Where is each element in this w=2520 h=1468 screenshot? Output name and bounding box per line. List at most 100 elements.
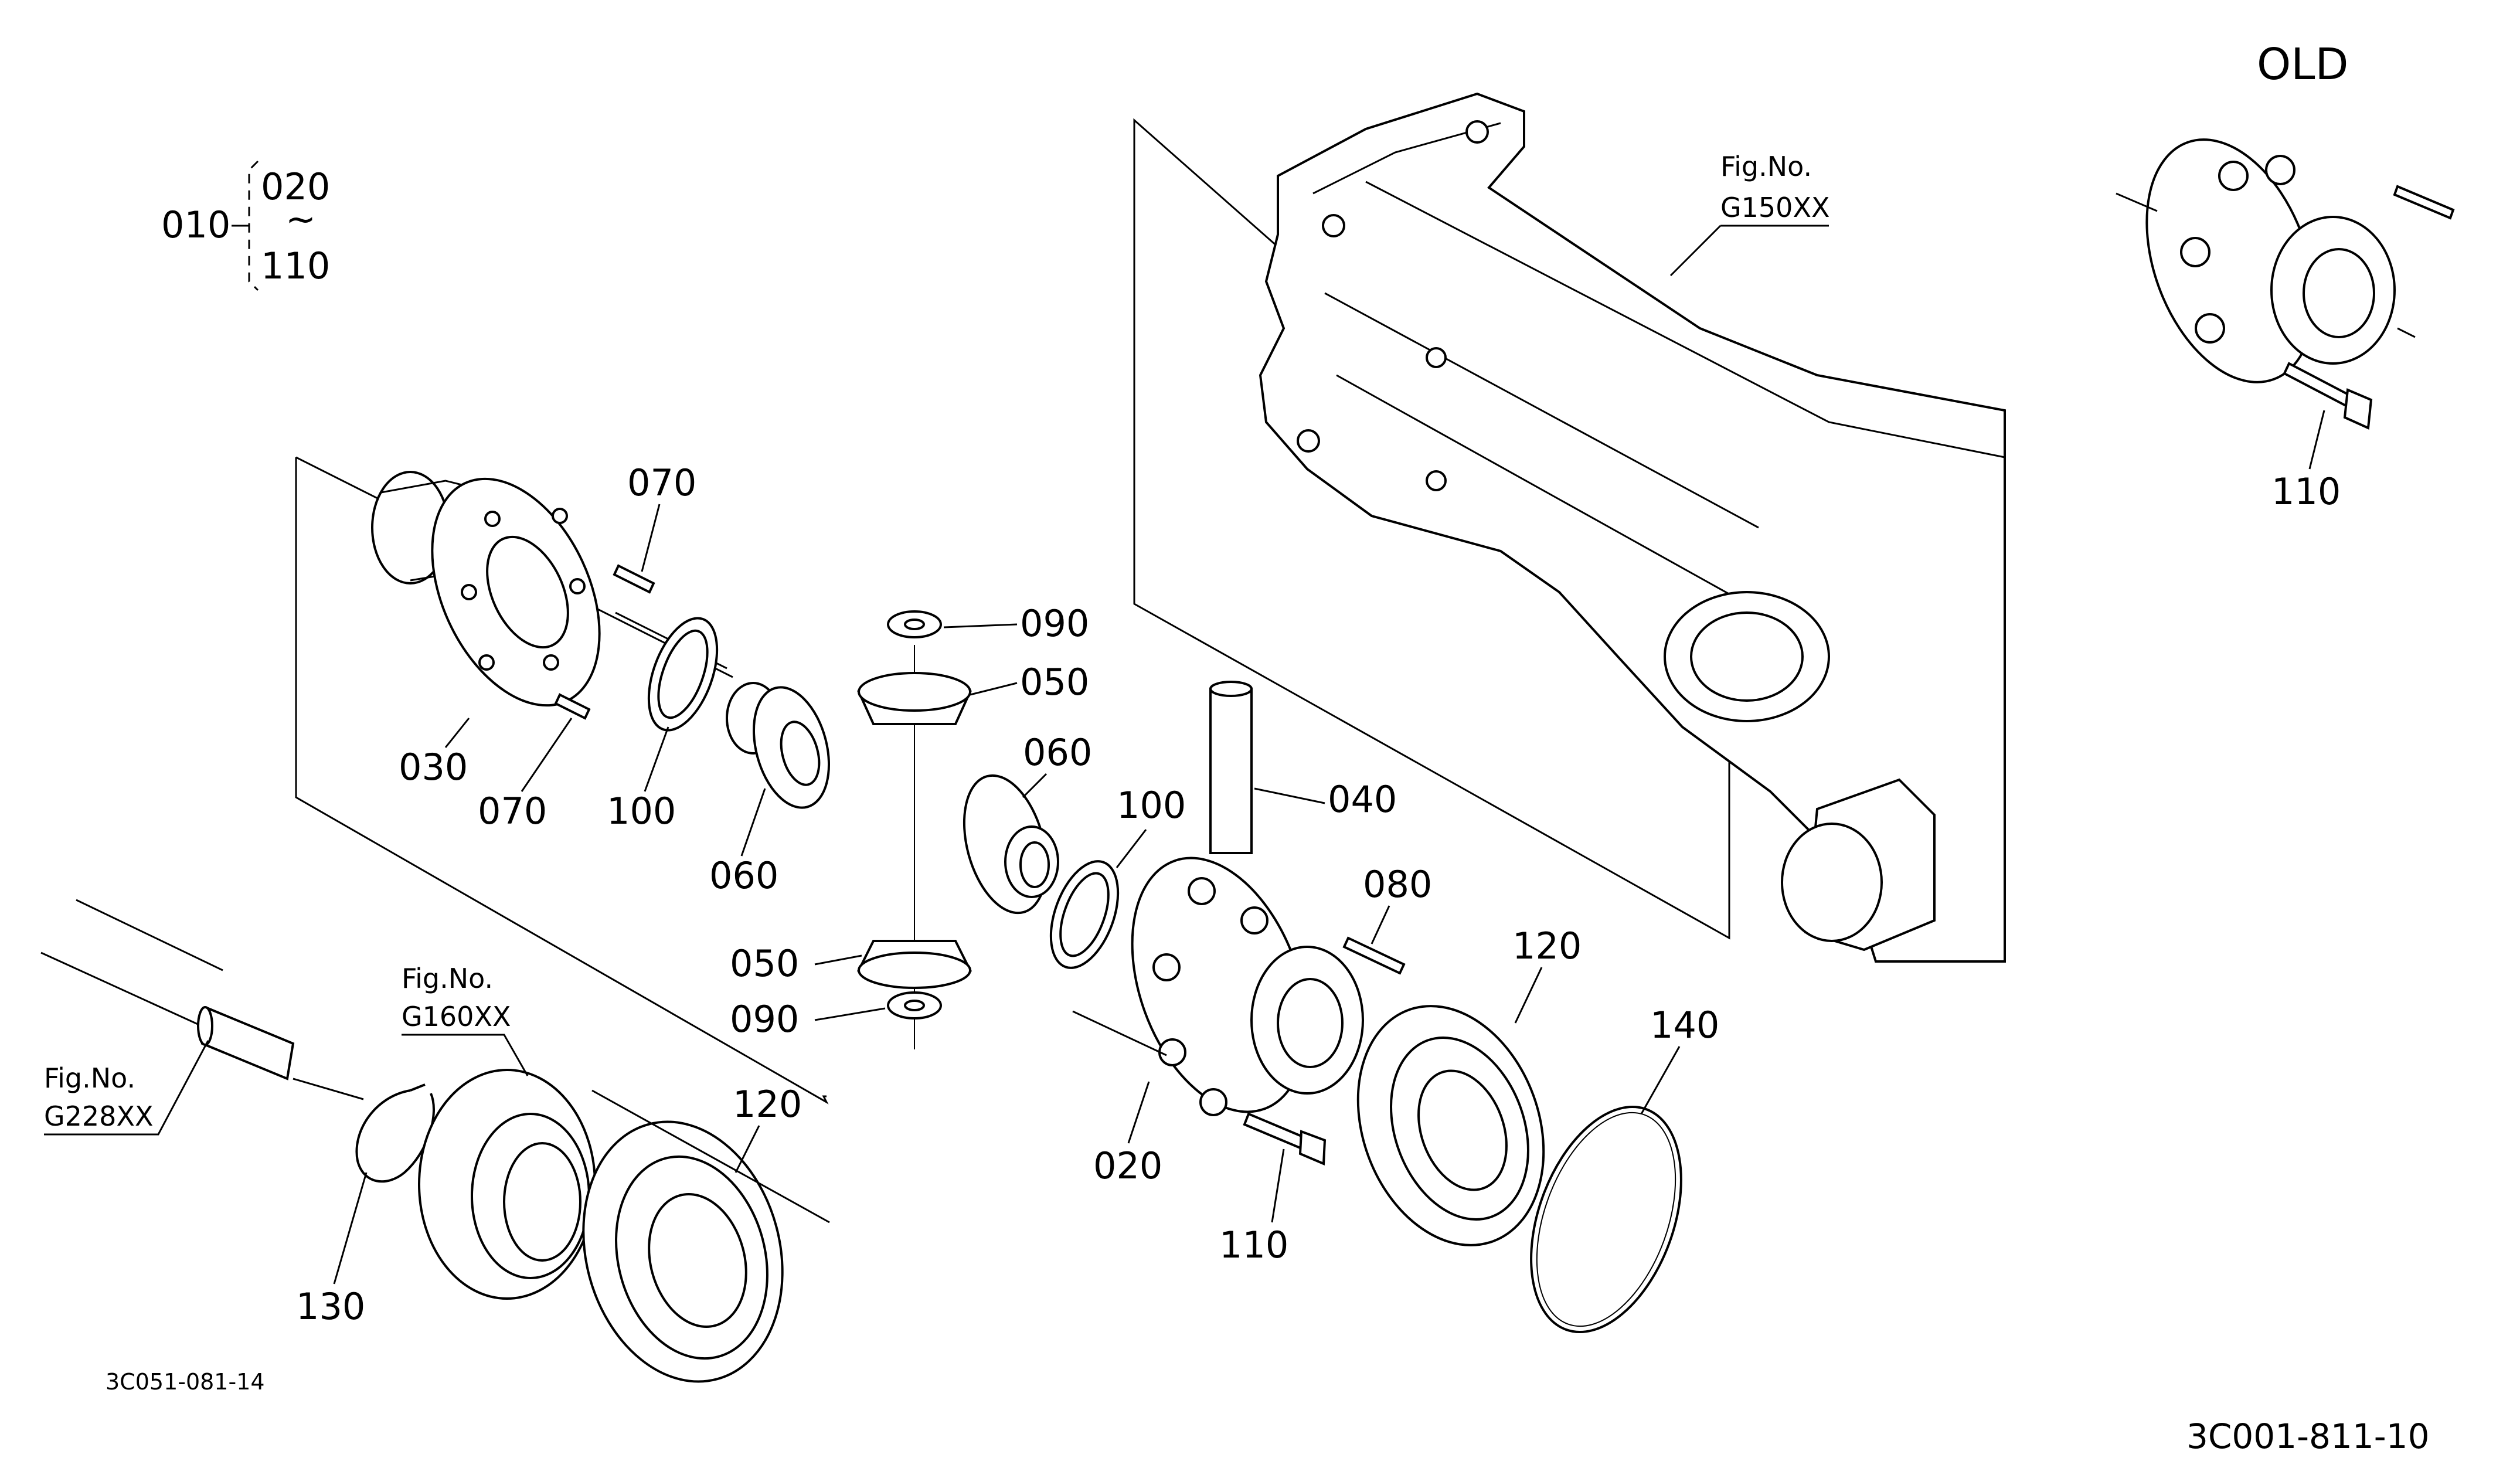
part-040-pinion-shaft: 040 [1209, 681, 1397, 854]
part-100-thrust-washer-right: 100 [1049, 784, 1186, 969]
pin-070-upper [613, 564, 655, 594]
axle-housing: Fig.No. G150XX [1133, 92, 2006, 963]
washer-090-lower-hole [904, 1000, 925, 1011]
callout-080: 080 [1363, 863, 1432, 906]
old-bolt-head [2343, 388, 2373, 430]
callout-110: 110 [1219, 1224, 1288, 1266]
assembly-parent-label: 010 [161, 203, 230, 246]
case-030-bolt-hole [484, 511, 501, 527]
housing-flange-edge [1312, 122, 1501, 195]
callout-050-lower: 050 [730, 942, 799, 985]
fig-ref-g160-leader [402, 1034, 529, 1076]
housing-boss [1426, 470, 1447, 491]
fig-ref-g150-code: G150XX [1720, 192, 1829, 223]
leader-030 [444, 718, 470, 748]
callout-090-upper: 090 [1020, 602, 1089, 645]
washer-100-right-inner [1059, 872, 1110, 957]
housing-bolt-hole [1322, 214, 1345, 237]
bolt-110-shank [1243, 1112, 1306, 1150]
housing-axle-stub-end [1781, 823, 1883, 942]
fig-ref-g160-prefix: Fig.No. [402, 963, 493, 994]
leader-050-lower [814, 954, 862, 966]
callout-110-old: 110 [2271, 470, 2341, 513]
shaft-040-body [1209, 688, 1253, 854]
old-bolt-boss [2265, 155, 2295, 185]
callout-030: 030 [399, 746, 468, 789]
leader-060-left [740, 788, 766, 857]
pin-080 [1342, 936, 1406, 975]
part-100-thrust-washer-left: 100 [607, 617, 719, 832]
callout-120-left: 120 [733, 1083, 802, 1126]
cover-020-bolt-boss [1158, 1038, 1186, 1066]
drive-shaft-upper-edge [40, 952, 209, 1030]
case-030-bolt-hole [569, 578, 586, 594]
old-bolt-boss [2195, 313, 2225, 344]
washer-100-left-inner [657, 629, 709, 719]
housing-side-ridge [1324, 292, 1759, 529]
callout-130: 130 [296, 1285, 365, 1328]
part-140-o-ring: 140 [1530, 1004, 1719, 1334]
callout-060-left: 060 [709, 854, 778, 897]
drive-shaft-spline [200, 1007, 295, 1080]
housing-body [1259, 92, 2006, 963]
part-080-spring-pin: 080 [1342, 863, 1432, 975]
leader-120-right [1514, 967, 1543, 1024]
leader-060-right [1022, 773, 1048, 798]
fig-ref-g150-prefix: Fig.No. [1720, 151, 1812, 182]
drive-shaft-centerline [76, 899, 223, 971]
ring-gear-spline-bore [503, 1142, 581, 1262]
leader-120-left [734, 1125, 760, 1173]
old-bolt-shank [2283, 362, 2352, 407]
part-130-circlip: 130 [296, 1083, 435, 1328]
cover-020-bolt-boss [1188, 877, 1216, 905]
leader-070-upper [641, 504, 661, 572]
leader-090-upper [943, 623, 1018, 628]
shaft-040-top [1209, 681, 1253, 697]
callout-070-lower: 070 [478, 790, 547, 832]
old-label: OLD [2257, 39, 2348, 90]
callout-100-right: 100 [1117, 784, 1186, 827]
old-bolt-boss [2180, 237, 2210, 267]
bearing-120-left-bore [648, 1193, 747, 1328]
housing-lower-ridge [1336, 374, 1747, 605]
callout-050-upper: 050 [1020, 661, 1089, 704]
part-070-pins: 070 070 [478, 461, 696, 832]
leader-100-right [1116, 829, 1147, 868]
leader-020 [1127, 1081, 1150, 1144]
callout-090-lower: 090 [730, 998, 799, 1041]
old-axis-right [2397, 327, 2416, 338]
leader-110-old [2308, 410, 2325, 470]
callout-100-left: 100 [607, 790, 676, 832]
leader-070-lower [521, 718, 573, 792]
pinion-stack: 090 050 050 090 [730, 602, 1089, 1049]
cover-020-bolt-boss [1240, 906, 1268, 935]
part-030-differential-case: 030 [371, 471, 727, 789]
pinion-050-upper-face [858, 672, 971, 712]
assembly-key: 010 020 ~ 110 [161, 160, 330, 291]
assembly-bracket [248, 160, 259, 291]
part-020-case-cover: 020 [1072, 857, 1387, 1187]
part-060-side-gear-right: 060 [963, 731, 1092, 915]
fig-ref-g160-code: G160XX [402, 1001, 511, 1032]
leader-040 [1254, 787, 1325, 804]
old-spring-pin [2393, 185, 2455, 220]
drive-shaft-end [197, 1006, 213, 1046]
side-gear-060-right-bore [1019, 841, 1050, 888]
leader-080 [1370, 905, 1390, 944]
part-110-bolt: 110 [1219, 1112, 1327, 1266]
callout-060-right: 060 [1023, 731, 1092, 774]
fig-ref-g228-code: G228XX [44, 1100, 153, 1132]
cover-020-bolt-boss [1199, 1088, 1227, 1116]
housing-top-ridge [1365, 181, 2005, 458]
old-variant: OLD 110 [2116, 39, 2455, 513]
drive-shaft: Fig.No. G228XX [40, 899, 364, 1136]
side-gear-060-left-bore [780, 721, 821, 786]
o-ring-140-inner [1536, 1112, 1676, 1327]
leader-110 [1271, 1148, 1285, 1223]
leader-140 [1640, 1046, 1681, 1114]
fig-ref-g150-leader [1669, 225, 1722, 277]
callout-020: 020 [1093, 1144, 1162, 1187]
old-case-bore [2303, 248, 2375, 338]
case-030-bolt-hole [543, 654, 559, 671]
